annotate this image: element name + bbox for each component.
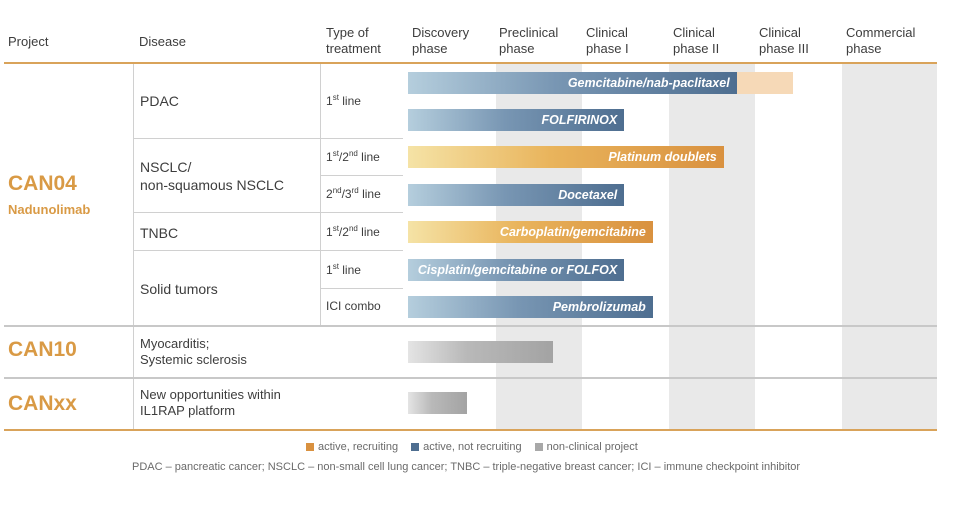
row-sep-tnbc: [133, 212, 403, 213]
can10-separator: [4, 325, 937, 327]
header-phase-preclinical: Preclinical phase: [499, 25, 559, 56]
project-can10-name: CAN10: [8, 338, 77, 361]
disease-nsclc: NSCLC/ non-squamous NSCLC: [140, 159, 284, 193]
header-disease: Disease: [139, 34, 186, 49]
pipeline-bar-2: FOLFIRINOX: [408, 109, 625, 131]
bar-label: Gemcitabine/nab-paclitaxel: [567, 76, 730, 90]
header-phase-discovery: Discovery phase: [412, 25, 470, 56]
pipeline-bar-8: [408, 341, 554, 363]
bar-label: Carboplatin/gemcitabine: [499, 225, 646, 239]
treatment-solid-2: ICI combo: [326, 299, 381, 313]
header-phase-commercial: Commercial phase: [846, 25, 916, 56]
treatment-tnbc: 1st/2nd line: [326, 224, 380, 239]
phase2-column-shade: [669, 63, 755, 429]
row-sep-nsclc-inner: [321, 175, 403, 176]
treatment-nsclc-1: 1st/2nd line: [326, 149, 380, 164]
treatment-nsclc-2: 2nd/3rd line: [326, 186, 381, 201]
pipeline-bar-3: Platinum doublets: [408, 146, 724, 168]
header-phase-2: Clinical phase II: [673, 25, 720, 56]
disease-tnbc: TNBC: [140, 225, 179, 241]
header-phase-3: Clinical phase III: [759, 25, 809, 56]
bottom-rule: [4, 429, 937, 431]
bar-label: Platinum doublets: [608, 150, 717, 164]
legend-not-recruiting-label: active, not recruiting: [423, 441, 522, 453]
pipeline-bar-4: Docetaxel: [408, 184, 625, 206]
pipeline-bar-9: [408, 392, 467, 414]
canxx-divider: [133, 379, 134, 429]
project-can04-name: CAN04: [8, 172, 77, 195]
can10-divider: [133, 327, 134, 377]
canxx-separator: [4, 377, 937, 379]
can04-divider: [133, 64, 134, 325]
disease-pdac: PDAC: [140, 93, 179, 109]
row-sep-solid: [133, 250, 403, 251]
legend-active-label: active, recruiting: [318, 441, 399, 453]
pipeline-bar-6: Cisplatin/gemcitabine or FOLFOX: [408, 259, 625, 281]
legend: active, recruiting active, not recruitin…: [306, 441, 638, 453]
treatment-divider: [320, 64, 321, 325]
legend-swatch-active: [306, 443, 314, 452]
pipeline-bar-7: Pembrolizumab: [408, 296, 653, 318]
treatment-solid-1: 1st line: [326, 262, 361, 277]
abbreviations-footnote: PDAC – pancreatic cancer; NSCLC – non-sm…: [132, 461, 801, 473]
header-rule: [4, 62, 937, 64]
disease-solid-tumors: Solid tumors: [140, 281, 218, 297]
pipeline-bar-5: Carboplatin/gemcitabine: [408, 221, 653, 243]
project-canxx-name: CANxx: [8, 392, 77, 415]
header-project: Project: [8, 34, 49, 49]
disease-myocarditis: Myocarditis; Systemic sclerosis: [140, 336, 247, 367]
bar-label: Cisplatin/gemcitabine or FOLFOX: [417, 263, 618, 277]
header-phase-1: Clinical phase I: [586, 25, 629, 56]
legend-non-clinical-label: non-clinical project: [546, 441, 638, 453]
row-sep-solid-inner: [321, 288, 403, 289]
bar-label: Docetaxel: [558, 188, 618, 202]
bar-label: FOLFIRINOX: [541, 113, 618, 127]
row-sep-nsclc: [133, 138, 403, 139]
project-can04-subtitle: Nadunolimab: [8, 202, 91, 217]
legend-swatch-not-recruiting: [411, 443, 420, 452]
pipeline-bar-1: Gemcitabine/nab-paclitaxel: [408, 72, 737, 94]
legend-swatch-non-clinical: [534, 443, 543, 452]
bar-label: Pembrolizumab: [552, 300, 646, 314]
treatment-pdac: 1st line: [326, 93, 361, 108]
disease-new-opportunities: New opportunities within IL1RAP platform: [140, 387, 281, 418]
commercial-column-shade: [842, 63, 937, 429]
header-treatment: Type of treatment: [326, 25, 381, 56]
